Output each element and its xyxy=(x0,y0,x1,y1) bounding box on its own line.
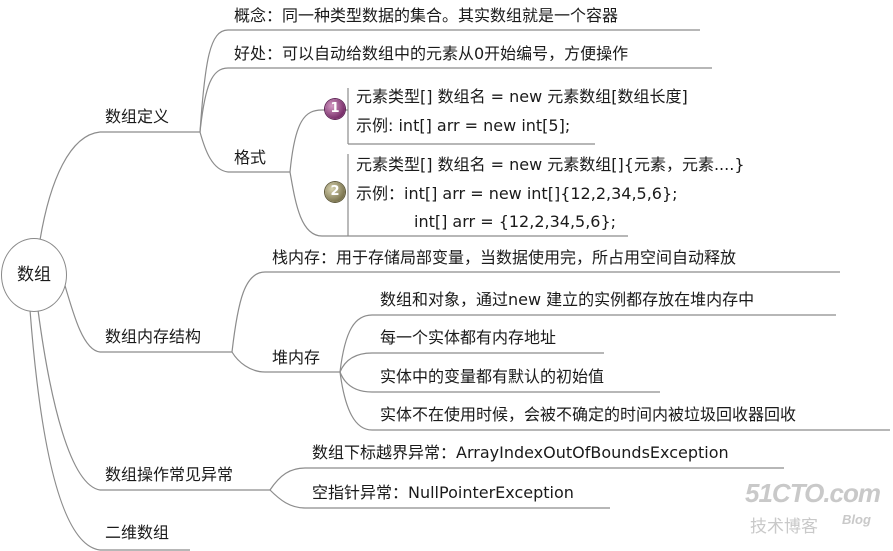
node-two-dim-array: 二维数组 xyxy=(105,523,170,542)
watermark-site: 51CTO.com xyxy=(745,478,881,508)
connector-exc-1 xyxy=(269,467,306,491)
root-node: 数组 xyxy=(1,238,67,312)
connector-root-exceptions xyxy=(37,309,101,491)
connector-def-concept xyxy=(199,29,229,133)
format-item2-line1: 元素类型[] 数组名 = new 元素数组[]{元素，元素....} xyxy=(356,155,745,174)
node-heap-memory: 堆内存 xyxy=(272,348,321,367)
connector-exc-2 xyxy=(269,489,306,509)
heap-item-3: 实体中的变量都有默认的初始值 xyxy=(380,367,605,386)
watermark-sub: 技术博客 xyxy=(750,517,818,537)
heap-item-2: 每一个实体都有内存地址 xyxy=(380,328,557,347)
exception-item-1: 数组下标越界异常：ArrayIndexOutOfBoundsException xyxy=(312,443,729,462)
connector-heap-4 xyxy=(339,371,373,431)
format-item1-line1: 元素类型[] 数组名 = new 元素数组[数组长度] xyxy=(356,87,688,106)
connector-root-twodim xyxy=(29,309,101,551)
heap-item-4: 实体不在使用时候，会被不确定的时间内被垃圾回收器回收 xyxy=(380,405,797,424)
format-item2-line2: 示例：int[] arr = new int[]{12,2,34,5,6}; xyxy=(356,184,678,203)
node-stack-memory: 栈内存：用于存储局部变量，当数据使用完，所占用空间自动释放 xyxy=(272,248,737,267)
exception-item-2: 空指针异常：NullPointerException xyxy=(312,483,574,502)
format-item2-line3: int[] arr = {12,2,34,5,6}; xyxy=(414,212,617,231)
connector-format-item2 xyxy=(289,171,323,237)
node-array-definition: 数组定义 xyxy=(105,107,170,126)
node-concept: 概念：同一种类型数据的集合。其实数组就是一个容器 xyxy=(234,6,619,25)
connector-format-item1 xyxy=(289,109,323,173)
watermark-blog: Blog xyxy=(842,512,871,527)
node-format: 格式 xyxy=(234,148,267,167)
node-memory-structure: 数组内存结构 xyxy=(105,327,202,346)
connector-def-format xyxy=(199,131,229,173)
format-item1-line2: 示例: int[] arr = new int[5]; xyxy=(356,116,571,135)
root-label: 数组 xyxy=(17,265,51,285)
connector-heap-3 xyxy=(339,371,373,393)
connector-def-benefit xyxy=(199,67,229,133)
connector-heap-1 xyxy=(339,314,373,373)
number-two-icon: 2 xyxy=(325,182,345,202)
heap-item-1: 数组和对象，通过new 建立的实例都存放在堆内存中 xyxy=(380,290,755,309)
connector-mem-stack xyxy=(231,271,266,353)
connector-root-definition xyxy=(39,131,101,241)
node-exceptions: 数组操作常见异常 xyxy=(105,465,234,484)
connector-heap-2 xyxy=(339,352,373,373)
node-benefit: 好处：可以自动给数组中的元素从0开始编号，方便操作 xyxy=(234,44,629,63)
number-one-icon: 1 xyxy=(325,99,345,119)
connector-mem-heap xyxy=(231,351,266,373)
